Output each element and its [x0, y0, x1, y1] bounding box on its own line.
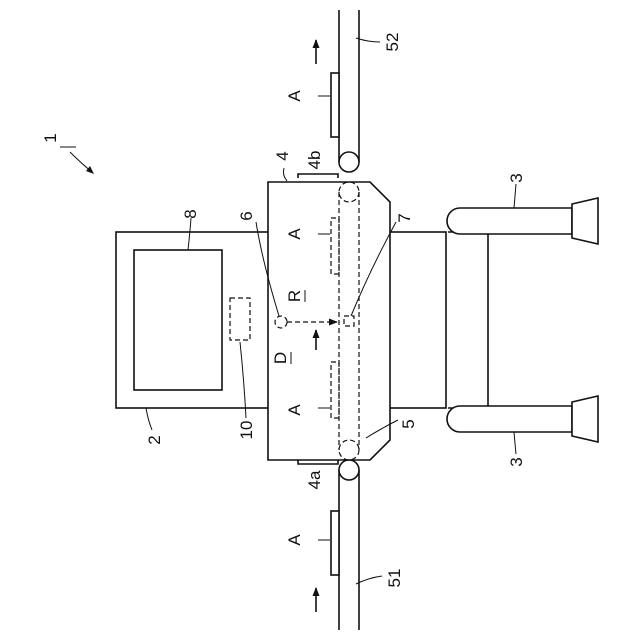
display-monitor — [134, 250, 222, 390]
label-3-top: 3 — [507, 173, 526, 182]
label-52: 52 — [383, 33, 402, 52]
label-10: 10 — [237, 421, 256, 440]
label-d: D — [271, 352, 290, 364]
label-2: 2 — [145, 435, 164, 444]
label-r: R — [285, 290, 304, 302]
label-7: 7 — [395, 213, 414, 222]
bracket-4b — [298, 174, 338, 178]
label-3-bottom: 3 — [507, 457, 526, 466]
article-bottom — [331, 511, 339, 575]
label-4: 4 — [273, 151, 292, 160]
leader-arrowhead-1 — [86, 166, 94, 174]
inlet-conveyor — [339, 460, 359, 630]
label-4a: 4a — [305, 470, 324, 489]
label-8: 8 — [181, 209, 200, 218]
label-5: 5 — [399, 419, 418, 428]
label-article-left: A — [285, 228, 304, 240]
label-51: 51 — [385, 569, 404, 588]
label-article-right: A — [285, 404, 304, 416]
label-6: 6 — [237, 211, 256, 220]
xray-housing — [268, 182, 390, 460]
label-4b: 4b — [305, 151, 324, 170]
label-1: 1 — [41, 133, 60, 142]
label-article-bottom: A — [285, 534, 304, 546]
label-article-top: A — [285, 90, 304, 102]
outlet-conveyor — [339, 10, 359, 172]
article-top — [331, 73, 339, 137]
support-legs — [447, 198, 598, 442]
